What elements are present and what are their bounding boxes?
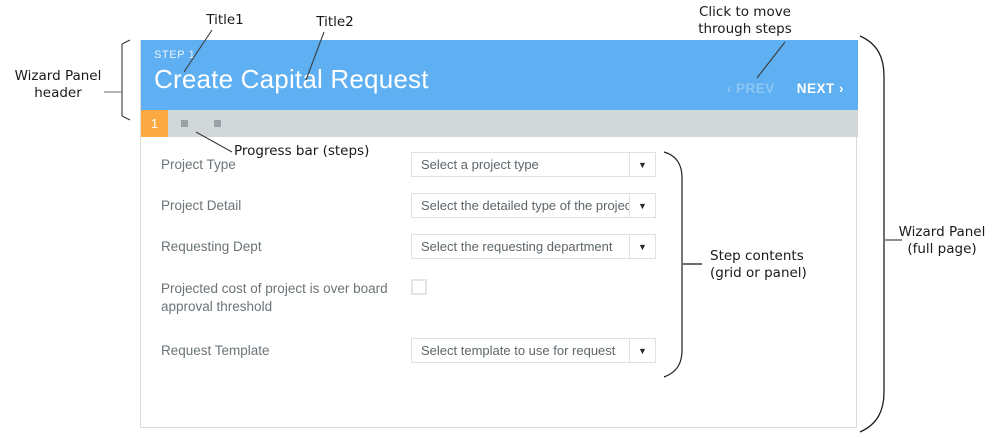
label-request-template: Request Template — [161, 343, 270, 358]
progress-bar-steps[interactable]: 1 — [141, 110, 858, 137]
chevron-down-icon[interactable]: ▼ — [629, 339, 655, 362]
prev-button[interactable]: ‹ PREV — [726, 81, 775, 96]
label-project-detail: Project Detail — [161, 198, 242, 213]
chevron-down-icon[interactable]: ▼ — [629, 235, 655, 258]
header-bracket-ticks — [121, 39, 131, 121]
form-row-request-template: Request Template Select template to use f… — [161, 338, 841, 363]
checkbox-board-threshold[interactable] — [411, 279, 427, 295]
progress-step-2[interactable] — [168, 110, 201, 137]
page-title: Create Capital Request — [154, 64, 429, 94]
label-requesting-dept: Requesting Dept — [161, 239, 262, 254]
select-value-project-type: Select a project type — [421, 157, 539, 172]
label-board-threshold: Projected cost of project is over board … — [161, 281, 388, 314]
form-row-requesting-dept: Requesting Dept Select the requesting dep… — [161, 234, 841, 259]
title1-annotation: Title1 — [206, 12, 244, 28]
title2-annotation: Title2 — [316, 14, 354, 30]
form-row-project-detail: Project Detail Select the detailed type o… — [161, 193, 841, 218]
wizard-panel-header-annotation: Wizard Panel header — [14, 68, 102, 101]
select-value-request-template: Select template to use for request — [421, 343, 616, 358]
step-label: STEP 1 — [154, 49, 196, 61]
label-project-type: Project Type — [161, 157, 236, 172]
progress-step-3[interactable] — [201, 110, 234, 137]
progress-step-1[interactable]: 1 — [141, 110, 168, 137]
next-button[interactable]: NEXT › — [796, 81, 844, 96]
step-contents-annotation: Step contents (grid or panel) — [710, 248, 807, 281]
select-requesting-dept[interactable]: Select the requesting department ▼ — [411, 234, 656, 259]
select-value-project-detail: Select the detailed type of the project — [421, 198, 629, 213]
form-row-project-type: Project Type Select a project type ▼ — [161, 152, 841, 177]
form-row-board-threshold: Projected cost of project is over board … — [161, 276, 841, 316]
chevron-down-icon[interactable]: ▼ — [629, 153, 655, 176]
select-project-detail[interactable]: Select the detailed type of the project▼ — [411, 193, 656, 218]
wizard-panel-full-annotation: Wizard Panel (full page) — [898, 224, 986, 257]
progress-bar-annotation: Progress bar (steps) — [234, 143, 370, 159]
select-project-type[interactable]: Select a project type ▼ — [411, 152, 656, 177]
chevron-down-icon[interactable]: ▼ — [629, 194, 655, 217]
step-dot-icon — [181, 120, 188, 127]
select-value-requesting-dept: Select the requesting department — [421, 239, 613, 254]
wizard-panel: STEP 1 Create Capital Request ‹ PREV NEX… — [140, 40, 858, 428]
wizard-panel-header: STEP 1 Create Capital Request ‹ PREV NEX… — [141, 40, 858, 110]
select-request-template[interactable]: Select template to use for request ▼ — [411, 338, 656, 363]
step-dot-icon — [214, 120, 221, 127]
wizard-nav-buttons: ‹ PREV NEXT › — [727, 81, 844, 96]
click-to-move-annotation: Click to move through steps — [698, 4, 792, 37]
